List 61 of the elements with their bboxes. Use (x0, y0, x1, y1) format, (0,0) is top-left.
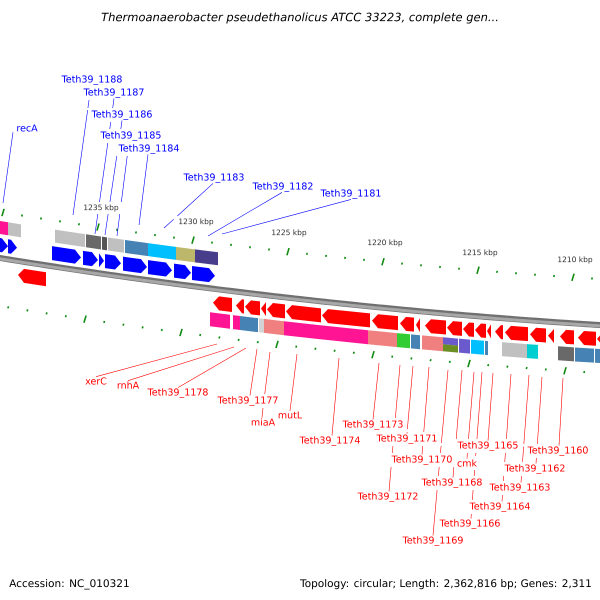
leader-line (466, 372, 474, 459)
title: Thermoanaerobacter pseudethanolicus ATCC 33223, complete gen... (102, 12, 498, 24)
leader-line (502, 374, 512, 502)
gene-label: Teth39_1170 (392, 455, 452, 465)
leader-line (208, 192, 282, 236)
accession-text: Accession: NC_010321 (9, 579, 129, 590)
gene-label: xerC (85, 377, 106, 385)
leader-line (96, 344, 218, 378)
leader-line (422, 366, 430, 455)
gene-label: Teth39_1185 (100, 131, 161, 141)
gene-label: Teth39_1164 (470, 502, 530, 512)
leader-line (290, 354, 298, 412)
leader-line (470, 372, 482, 519)
gene-label: Teth39_1188 (62, 75, 122, 85)
leader-line (488, 372, 494, 441)
gene-label: miaA (252, 418, 276, 426)
leader-line (250, 348, 258, 396)
leader-line (138, 154, 148, 226)
gene-label: Teth39_1160 (528, 446, 588, 456)
gene-label: rnhA (118, 381, 140, 389)
gene-label: Teth39_1184 (118, 144, 179, 154)
leader-line (432, 370, 448, 536)
gene-label: Teth39_1172 (358, 492, 418, 502)
leader-line (72, 100, 90, 216)
leader-line (128, 346, 234, 381)
gene-label: Teth39_1186 (92, 110, 152, 120)
gene-label: recA (17, 124, 38, 132)
gene-label: Teth39_1182 (252, 182, 312, 192)
leader-line (452, 370, 462, 478)
gene-label: Teth39_1181 (320, 189, 381, 199)
gene-label: Teth39_1178 (148, 388, 208, 398)
gene-label: Teth39_1177 (218, 396, 278, 406)
gene-label: Teth39_1165 (458, 441, 518, 451)
leader-line (388, 364, 400, 492)
leader-line (94, 98, 114, 234)
genome-info-text: Topology: circular; Length: 2,362,816 bp; Genes: 2,311 (300, 579, 591, 590)
gene-label: Teth39_1183 (184, 173, 244, 183)
gene-label: Teth39_1173 (342, 420, 403, 430)
leader-line (520, 374, 530, 483)
gene-label: Teth39_1168 (422, 478, 482, 488)
leader-line (222, 199, 352, 234)
gene-label: Teth39_1169 (402, 536, 463, 546)
gene-label: Teth39_1187 (84, 88, 144, 98)
leader-line (406, 366, 414, 434)
gene-label: Teth39_1174 (300, 436, 360, 446)
leader-line (178, 348, 246, 388)
gene-label: Teth39_1166 (440, 519, 500, 529)
leader-line (262, 352, 270, 418)
gene-label: mutL (278, 411, 302, 419)
leader-line (372, 362, 380, 420)
leader-line (116, 156, 128, 236)
gene-label: Teth39_1162 (504, 464, 564, 474)
leader-line (536, 376, 542, 464)
gene-label: Teth39_1163 (490, 483, 550, 493)
leader-line (104, 120, 122, 236)
leader-line (164, 183, 214, 228)
gene-label: Teth39_1171 (376, 434, 437, 444)
leader-line (332, 358, 340, 436)
leader-line (2, 132, 14, 204)
gene-label: cmk (458, 459, 477, 467)
leader-line (558, 378, 564, 446)
